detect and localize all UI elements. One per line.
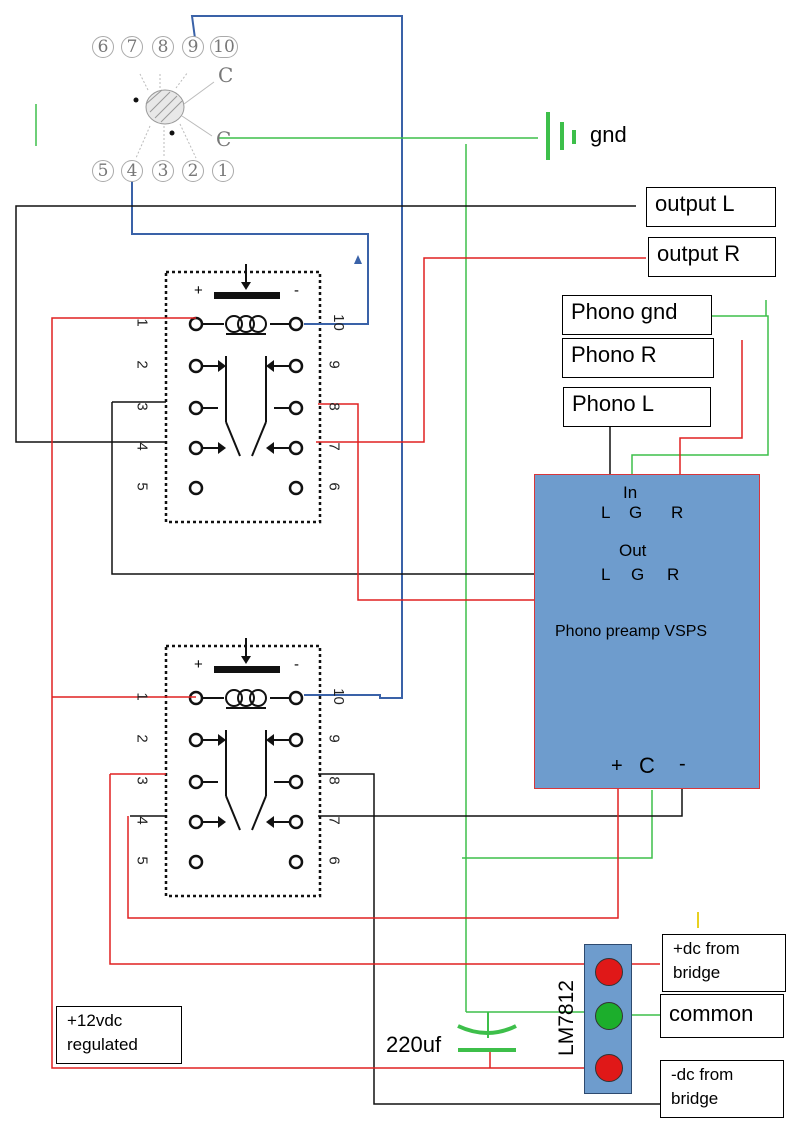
relay1-left-pin-2: 2 [133, 360, 151, 369]
relay2-right-pin-2: 9 [325, 734, 343, 743]
relay1-right-pin-5: 6 [325, 482, 343, 491]
socket-pin-6: 6 [92, 36, 114, 58]
relay1-minus: - [294, 282, 299, 299]
relay1-plus: + [194, 282, 203, 299]
preamp-in-l: L [601, 503, 611, 522]
pin-input [595, 958, 623, 986]
output-r-box: output R [648, 237, 776, 277]
relay1-right-pin-1: 10 [329, 314, 347, 331]
relay2-left-pin-3: 3 [133, 776, 151, 785]
relay1-left-pin-3: 3 [133, 402, 151, 411]
phono-gnd-box: Phono gnd [562, 295, 712, 335]
preamp-title: Phono preamp VSPS [555, 623, 708, 640]
plus-dc-box: +dc from bridge [662, 934, 786, 992]
pin-output [595, 1054, 623, 1082]
output-l-box: output L [646, 187, 776, 227]
relay2-left-pin-5: 5 [133, 856, 151, 865]
relay2-plus: + [194, 656, 203, 673]
relay1-right-pin-3: 8 [325, 402, 343, 411]
relay1-left-pin-5: 5 [133, 482, 151, 491]
relay2-right-pin-1: 10 [329, 688, 347, 705]
phono-l-box: Phono L [563, 387, 711, 427]
reg12-box: +12vdc regulated [56, 1006, 182, 1064]
preamp-out-label: Out [619, 541, 647, 560]
socket-pin-2: 2 [182, 160, 204, 182]
blue-wires [131, 15, 403, 699]
preamp-out-l: L [601, 565, 611, 584]
preamp-in-label: In [623, 483, 638, 502]
phono-preamp-box: In L G R Out L G R Phono preamp VSPS + C… [534, 474, 760, 789]
socket-pin-4: 4 [121, 160, 143, 182]
cap-label: 220uf [386, 1032, 442, 1057]
preamp-out-g: G [631, 565, 645, 584]
preamp-in-r: R [671, 503, 684, 522]
socket-pin-5: 5 [92, 160, 114, 182]
relay2-left-pin-2: 2 [133, 734, 151, 743]
preamp-power-minus: - [679, 753, 686, 775]
relay2-left-pin-1: 1 [133, 692, 151, 701]
socket-pin-3: 3 [152, 160, 174, 182]
common-box: common [660, 994, 784, 1038]
socket-c-bottom: C [216, 127, 232, 151]
relay-2 [164, 636, 322, 898]
pin-common [595, 1002, 623, 1030]
ground-symbol [546, 112, 576, 160]
lm7812-label: LM7812 [555, 980, 578, 1056]
socket-pin-7: 7 [121, 36, 143, 58]
relay1-right-pin-2: 9 [325, 360, 343, 369]
socket-pin-9: 9 [182, 36, 204, 58]
preamp-power-plus: + [611, 755, 623, 777]
relay2-left-pin-4: 4 [133, 816, 151, 825]
preamp-in-g: G [629, 503, 643, 522]
relay1-left-pin-1: 1 [133, 318, 151, 327]
relay2-right-pin-4: 7 [325, 816, 343, 825]
preamp-power-c: C [639, 753, 655, 778]
relay1-left-pin-4: 4 [133, 442, 151, 451]
socket-c-top: C [218, 63, 234, 87]
socket-disc [35, 71, 215, 159]
preamp-out-r: R [667, 565, 680, 584]
relay2-right-pin-5: 6 [325, 856, 343, 865]
minus-dc-box: -dc from bridge [660, 1060, 784, 1118]
relay1-right-pin-4: 7 [325, 442, 343, 451]
capacitor-220uf [457, 1012, 517, 1068]
socket-pin-1: 1 [212, 160, 234, 182]
socket-pin-8: 8 [152, 36, 174, 58]
phono-r-box: Phono R [562, 338, 714, 378]
lm7812-body [584, 944, 632, 1094]
relay-1 [164, 262, 322, 524]
relay2-right-pin-3: 8 [325, 776, 343, 785]
gnd-label: gnd [590, 122, 627, 147]
socket-pin-10: 10 [210, 36, 238, 58]
relay2-minus: - [294, 656, 299, 673]
